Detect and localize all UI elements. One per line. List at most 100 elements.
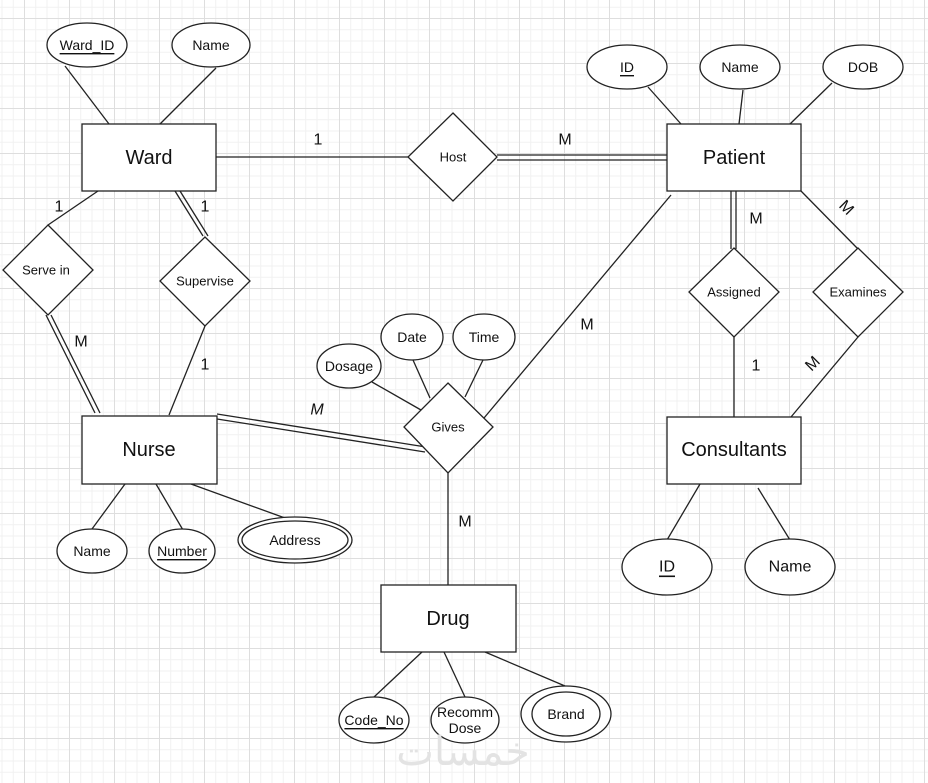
edge-nurse-gives-a bbox=[216, 413, 427, 448]
attribute-drug-code-label: Code_No bbox=[344, 712, 403, 728]
edge-drug-code bbox=[373, 651, 423, 698]
relationship-gives[interactable]: Gives bbox=[403, 382, 494, 474]
relationship-examines-label: Examines bbox=[829, 285, 887, 300]
cardinality-ward-supervise: 1 bbox=[201, 199, 210, 216]
attribute-drug-brand[interactable]: Brand bbox=[520, 685, 612, 743]
attribute-gives-time-label: Time bbox=[469, 329, 500, 345]
entity-patient-label: Patient bbox=[703, 147, 766, 169]
entity-consultants-label: Consultants bbox=[681, 439, 787, 461]
edge-patient-dob bbox=[789, 82, 833, 125]
attribute-gives-dosage[interactable]: Dosage bbox=[316, 343, 382, 389]
relationship-assigned[interactable]: Assigned bbox=[688, 247, 780, 338]
relationship-supervise-label: Supervise bbox=[176, 274, 234, 289]
entity-nurse[interactable]: Nurse bbox=[81, 415, 218, 485]
edges bbox=[45, 65, 859, 698]
edge-ward-supervise-b bbox=[179, 190, 209, 237]
cardinality-servein-nurse: M bbox=[74, 334, 87, 351]
multivalued-inner-ellipse bbox=[241, 520, 349, 560]
edge-consultants-id bbox=[666, 483, 701, 541]
cardinality-supervise-nurse: 1 bbox=[201, 357, 210, 374]
attribute-consultants-name[interactable]: Name bbox=[744, 538, 836, 596]
edge-ward-name bbox=[159, 67, 217, 125]
edge-servein-nurse-a bbox=[45, 314, 96, 414]
attribute-drug-dose-label-line1: Recomm bbox=[437, 704, 493, 720]
attribute-patient-dob-label: DOB bbox=[848, 59, 878, 75]
entity-drug-label: Drug bbox=[426, 608, 469, 630]
edge-patient-id bbox=[647, 86, 682, 125]
attribute-nurse-address[interactable]: Address bbox=[237, 516, 353, 564]
relationship-assigned-label: Assigned bbox=[707, 285, 760, 300]
edge-ward-servein bbox=[47, 190, 99, 226]
cardinality-gives-drug: M bbox=[458, 514, 471, 531]
entity-consultants[interactable]: Consultants bbox=[666, 416, 802, 485]
relationship-host[interactable]: Host bbox=[407, 112, 498, 202]
cardinality-patient-assigned: M bbox=[749, 211, 762, 228]
cardinality-ward-servein: 1 bbox=[55, 199, 64, 216]
attribute-patient-name-label: Name bbox=[721, 59, 759, 75]
attribute-drug-recommended-dose[interactable]: Recomm Dose bbox=[430, 696, 500, 744]
cardinality-nurse-gives: M bbox=[310, 402, 324, 419]
edge-ward-supervise-a bbox=[174, 190, 204, 237]
attribute-ward-id[interactable]: Ward_ID bbox=[46, 22, 128, 68]
edge-patient-examines bbox=[800, 190, 859, 250]
attribute-patient-id-label: ID bbox=[620, 59, 634, 75]
relationship-gives-label: Gives bbox=[431, 420, 465, 435]
attribute-gives-date[interactable]: Date bbox=[380, 313, 444, 361]
relationship-host-label: Host bbox=[440, 150, 467, 165]
attribute-patient-name[interactable]: Name bbox=[699, 44, 781, 90]
attribute-ward-id-label: Ward_ID bbox=[60, 37, 115, 53]
relationship-serve-in-label: Serve in bbox=[22, 263, 70, 278]
edge-consultants-name bbox=[757, 487, 791, 541]
watermark: خمسات bbox=[396, 729, 529, 775]
edge-nurse-address bbox=[190, 483, 286, 519]
entity-patient[interactable]: Patient bbox=[666, 123, 802, 192]
cardinality-examines-consultants: M bbox=[802, 353, 823, 374]
edge-patient-name bbox=[738, 89, 744, 125]
edge-gives-dosage bbox=[371, 381, 422, 411]
cardinality-assigned-consultants: 1 bbox=[752, 358, 761, 375]
attribute-ward-name[interactable]: Name bbox=[171, 22, 251, 68]
attribute-drug-code[interactable]: Code_No bbox=[338, 696, 410, 744]
attribute-consultants-id[interactable]: ID bbox=[621, 538, 713, 596]
attribute-nurse-name[interactable]: Name bbox=[56, 528, 128, 574]
relationship-supervise[interactable]: Supervise bbox=[159, 236, 251, 327]
edge-nurse-gives-b bbox=[216, 418, 426, 453]
cardinality-patient-examines: M bbox=[835, 197, 856, 218]
attribute-drug-dose-label-line2: Dose bbox=[449, 720, 482, 736]
entity-drug[interactable]: Drug bbox=[380, 584, 517, 653]
edge-gives-date bbox=[412, 359, 431, 399]
attribute-patient-id[interactable]: ID bbox=[586, 44, 668, 90]
edge-supervise-nurse bbox=[168, 325, 206, 416]
multivalued-inner-ellipse bbox=[531, 691, 601, 737]
attribute-gives-time[interactable]: Time bbox=[452, 313, 516, 361]
attribute-consultants-id-label: ID bbox=[659, 559, 675, 576]
relationship-examines[interactable]: Examines bbox=[812, 247, 904, 338]
attribute-patient-dob[interactable]: DOB bbox=[822, 44, 904, 90]
cardinality-ward-host: 1 bbox=[314, 132, 323, 149]
attribute-nurse-number-label: Number bbox=[157, 543, 207, 559]
entity-ward[interactable]: Ward bbox=[81, 123, 217, 192]
cardinality-host-patient: M bbox=[558, 132, 571, 149]
attribute-gives-dosage-label: Dosage bbox=[325, 358, 373, 374]
attribute-consultants-name-label: Name bbox=[769, 559, 812, 576]
edge-ward-wardid bbox=[64, 65, 110, 125]
edge-nurse-number bbox=[155, 483, 184, 531]
edge-servein-nurse-b bbox=[50, 314, 101, 414]
edge-examines-consultants bbox=[790, 336, 859, 418]
entity-nurse-label: Nurse bbox=[122, 439, 175, 461]
edge-drug-dose bbox=[443, 651, 466, 698]
attribute-nurse-name-label: Name bbox=[73, 543, 111, 559]
attribute-drug-brand-label: Brand bbox=[547, 706, 584, 722]
attribute-ward-name-label: Name bbox=[192, 37, 230, 53]
entity-ward-label: Ward bbox=[125, 147, 172, 169]
cardinality-patient-gives: M bbox=[580, 317, 593, 334]
edge-drug-brand bbox=[484, 651, 566, 687]
attribute-nurse-number[interactable]: Number bbox=[148, 528, 216, 574]
edge-patient-gives bbox=[483, 194, 672, 419]
edge-nurse-name bbox=[91, 483, 126, 530]
attribute-nurse-address-label: Address bbox=[269, 532, 320, 548]
edge-gives-time bbox=[464, 359, 484, 398]
relationship-serve-in[interactable]: Serve in bbox=[2, 224, 94, 316]
attribute-gives-date-label: Date bbox=[397, 329, 427, 345]
